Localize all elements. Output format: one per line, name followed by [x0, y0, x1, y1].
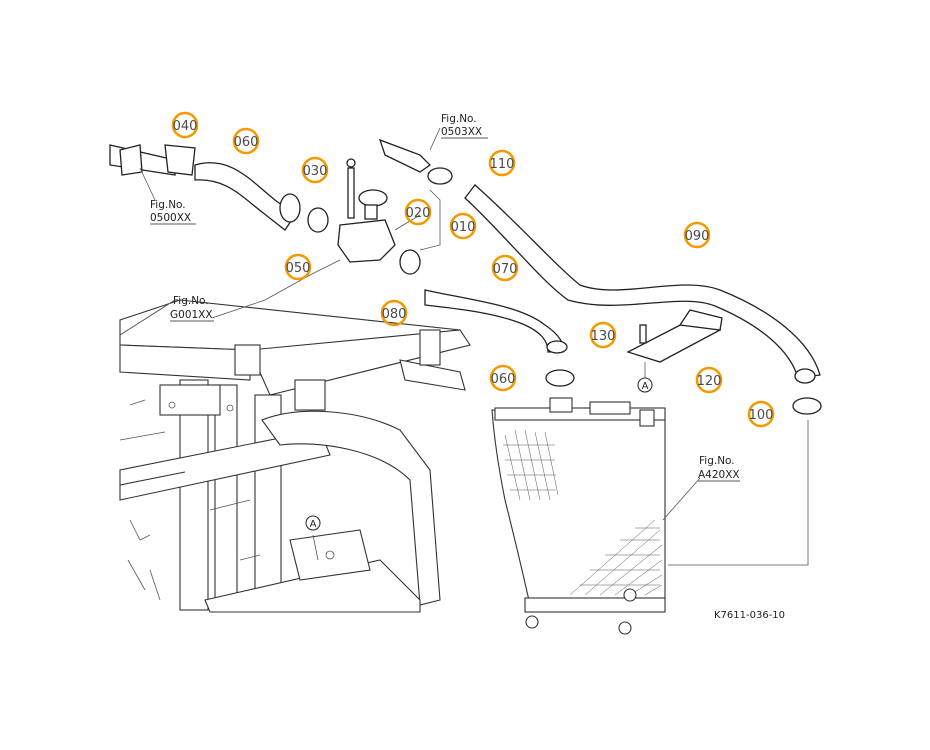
- hoses: [109, 138, 822, 415]
- fig-ref-0500xx: Fig.No. 0500XX: [150, 199, 196, 225]
- fig-ref-code: 0503XX: [441, 126, 482, 138]
- radiator: [491, 397, 666, 635]
- svg-text:020: 020: [406, 206, 431, 221]
- svg-text:110: 110: [490, 157, 515, 172]
- part-callouts: 010 020 030 040 050 060 070 080: [171, 111, 775, 428]
- callout-100: 100: [747, 400, 775, 428]
- fig-ref-code: 0500XX: [150, 212, 191, 224]
- leader-lines: [119, 127, 809, 566]
- document-code: K7611-036-10: [714, 610, 785, 621]
- fig-ref-label: Fig.No.: [173, 295, 209, 307]
- callout-040: 040: [171, 111, 199, 139]
- svg-text:010: 010: [451, 220, 476, 235]
- callout-090: 090: [683, 221, 711, 249]
- callout-060: 060: [489, 364, 517, 392]
- fig-ref-label: Fig.No.: [699, 455, 735, 467]
- callout-120: 120: [695, 366, 723, 394]
- figure-refs: Fig.No. 0500XX Fig.No. 0503XX Fig.No. G0…: [150, 113, 740, 482]
- svg-text:060: 060: [234, 135, 259, 150]
- callout-070: 070: [491, 254, 519, 282]
- svg-text:050: 050: [286, 261, 311, 276]
- svg-text:060: 060: [491, 372, 516, 387]
- fig-ref-code: G001XX: [170, 309, 213, 321]
- reference-marks: A A: [305, 377, 653, 531]
- ref-mark-a: A: [637, 377, 653, 393]
- callout-030: 030: [301, 156, 329, 184]
- svg-text:120: 120: [697, 374, 722, 389]
- callout-010: 010: [449, 212, 477, 240]
- svg-text:040: 040: [173, 119, 198, 134]
- frame-assembly: [119, 299, 471, 613]
- callout-130: 130: [589, 321, 617, 349]
- svg-text:130: 130: [591, 329, 616, 344]
- svg-text:080: 080: [382, 307, 407, 322]
- svg-text:A: A: [642, 381, 649, 392]
- svg-text:030: 030: [303, 164, 328, 179]
- fig-ref-label: Fig.No.: [150, 199, 186, 211]
- fig-ref-code: A420XX: [698, 469, 740, 481]
- svg-text:070: 070: [493, 262, 518, 277]
- svg-text:090: 090: [685, 229, 710, 244]
- svg-text:A: A: [310, 519, 317, 530]
- fig-ref-label: Fig.No.: [441, 113, 477, 125]
- fig-ref-g001xx: Fig.No. G001XX: [170, 295, 214, 322]
- ref-mark-a: A: [305, 515, 321, 531]
- callout-020: 020: [404, 198, 432, 226]
- callout-050: 050: [284, 253, 312, 281]
- fig-ref-a420xx: Fig.No. A420XX: [698, 455, 740, 482]
- callout-110: 110: [488, 149, 516, 177]
- radiator-core: [503, 429, 663, 596]
- svg-text:100: 100: [749, 408, 774, 423]
- fig-ref-0503xx: Fig.No. 0503XX: [441, 113, 488, 139]
- callout-060: 060: [232, 127, 260, 155]
- callout-080: 080: [380, 299, 408, 327]
